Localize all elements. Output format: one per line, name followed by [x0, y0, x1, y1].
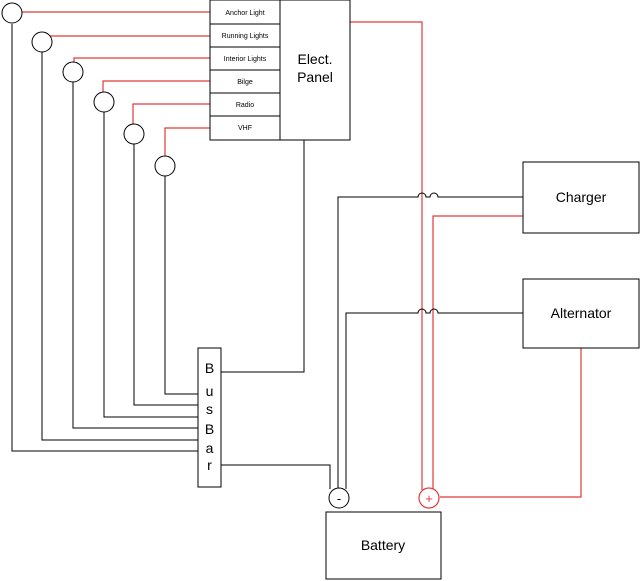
busbar: B u s B a r [197, 347, 222, 488]
electrical-panel: Anchor Light Running Lights Interior Lig… [209, 0, 351, 141]
breaker-label-bilge: Bilge [237, 79, 253, 86]
busbar-letter: B [205, 360, 214, 376]
wire-interior-lights-positive [73, 57, 210, 70]
lamp-interior-lights [62, 61, 84, 83]
wire-radio-negative [133, 144, 198, 406]
wire-anchor-light-positive [19, 11, 210, 18]
lamp-running-lights [31, 31, 53, 53]
wire-busbar-to-battery [221, 464, 331, 489]
alternator-label: Alternator [551, 305, 612, 321]
wire-alternator-negative [345, 308, 523, 489]
lamp-vhf [154, 155, 176, 177]
wire-vhf-negative [164, 176, 198, 395]
battery-positive-terminal [418, 487, 440, 509]
panel-title-line1: Elect. [297, 51, 332, 67]
battery-negative-sign: - [337, 491, 341, 506]
wire-panel-negative [221, 140, 305, 373]
panel-title-line2: Panel [297, 69, 333, 85]
negative-wires [11, 24, 523, 489]
positive-wires [19, 11, 582, 498]
wire-interior-lights-negative [72, 82, 198, 429]
wire-radio-positive [132, 103, 210, 124]
breaker-label-running-lights: Running Lights [222, 33, 269, 40]
battery: Battery - + [325, 487, 442, 580]
charger: Charger [522, 161, 640, 234]
wire-anchor-light-negative [11, 24, 198, 452]
battery-positive-sign: + [425, 491, 433, 506]
alternator: Alternator [522, 278, 640, 349]
lamp-bilge [93, 91, 115, 113]
lamp-radio [123, 123, 145, 145]
busbar-letter: r [207, 457, 212, 473]
busbar-letter: B [205, 421, 214, 437]
breaker-label-radio: Radio [236, 102, 254, 109]
breaker-label-interior-lights: Interior Lights [224, 56, 267, 63]
wire-running-lights-negative [41, 52, 198, 441]
busbar-letter: u [206, 383, 214, 399]
wire-bilge-positive [102, 80, 210, 96]
wire-vhf-positive [164, 127, 210, 158]
busbar-letter: s [206, 401, 213, 417]
charger-label: Charger [556, 189, 607, 205]
breaker-label-anchor-light: Anchor Light [225, 10, 264, 17]
battery-negative-terminal [328, 487, 350, 509]
wire-charger-negative [337, 192, 523, 489]
wire-charger-positive [432, 215, 523, 490]
wire-alternator-positive [440, 348, 582, 498]
breaker-label-vhf: VHF [238, 125, 252, 132]
busbar-letter: a [206, 440, 214, 456]
lamp-anchor-light [1, 2, 23, 24]
loads [1, 2, 176, 177]
battery-label: Battery [361, 537, 405, 553]
wire-panel-feed-positive [350, 21, 423, 490]
wire-bilge-negative [103, 112, 198, 418]
